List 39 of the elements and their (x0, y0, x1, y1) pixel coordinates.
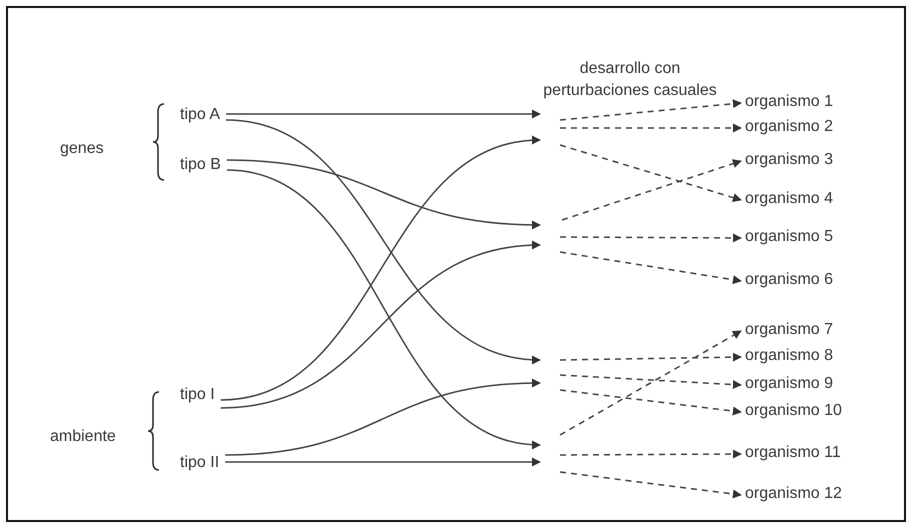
arrow (226, 119, 541, 364)
organism-label: organismo 12 (745, 485, 842, 503)
factor-label: tipo A (180, 106, 220, 124)
organism-label: organismo 4 (745, 190, 834, 208)
arrow (226, 159, 541, 230)
arrow (560, 124, 742, 132)
arrow (560, 330, 742, 436)
organism-label: organismo 11 (745, 444, 841, 462)
group-label: genes (60, 140, 104, 158)
arrow (226, 110, 541, 118)
arrow (560, 144, 742, 202)
group-label: ambiente (50, 428, 116, 446)
arrow (220, 241, 541, 409)
arrow (560, 233, 742, 242)
organism-label: organismo 7 (745, 321, 834, 339)
arrow (560, 471, 742, 498)
organism-label: organismo 10 (745, 402, 842, 420)
factor-label: tipo II (180, 454, 220, 472)
organism-label: organismo 5 (745, 228, 834, 246)
arrow (225, 458, 541, 466)
arrow (226, 169, 541, 448)
arrow (560, 251, 742, 284)
organism-label: organismo 1 (745, 93, 834, 111)
arrow (220, 136, 541, 401)
arrow (560, 450, 742, 459)
organism-label: organismo 2 (745, 118, 834, 136)
factor-label: tipo I (180, 386, 215, 404)
heading: desarrollo con perturbaciones casuales (542, 59, 718, 101)
arrow (560, 389, 742, 416)
organism-label: organismo 3 (745, 151, 834, 169)
arrow (562, 159, 742, 221)
arrow (560, 352, 742, 362)
organism-label: organismo 6 (745, 271, 834, 289)
arrow (225, 378, 541, 456)
arrow (560, 99, 742, 121)
organism-label: organismo 8 (745, 347, 834, 365)
arrow (560, 374, 742, 390)
factor-label: tipo B (180, 156, 221, 174)
organism-label: organismo 9 (745, 375, 834, 393)
